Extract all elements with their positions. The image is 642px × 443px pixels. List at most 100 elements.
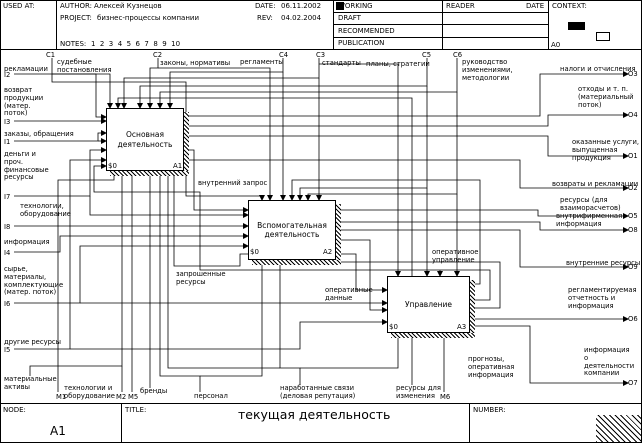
arrow-vnutr-zapros xyxy=(184,149,249,213)
output-code-o4: O4 xyxy=(628,111,638,119)
input-label-tehnologii: технологии, оборудование xyxy=(20,202,71,218)
mechanism-code-m6: M6 xyxy=(440,393,451,401)
activity-box-a1[interactable]: Основная деятельность xyxy=(106,108,184,171)
output-code-o1: O1 xyxy=(628,152,638,160)
input-code-i4: I4 xyxy=(4,249,11,257)
rev-label: REV: xyxy=(257,14,273,22)
arrow-i2-a1 xyxy=(14,73,107,120)
arrow-c5-a2 xyxy=(297,86,428,201)
input-label-vozvrat: возврат продукции (матер. поток) xyxy=(4,86,44,118)
input-label-syrye: сырье, материалы, комплектующие (матер. … xyxy=(4,265,64,297)
status-working: WORKING xyxy=(338,2,373,10)
output-label-vnutr-res: внутренние ресурсы xyxy=(566,259,641,267)
control-code-c5: C5 xyxy=(422,51,432,59)
arrow-c6-a1 xyxy=(157,58,458,109)
date-value: 06.11.2002 xyxy=(281,2,322,10)
arrow-c2-a2 xyxy=(158,67,273,201)
status-publication: PUBLICATION xyxy=(338,39,385,47)
title-label: TITLE: xyxy=(125,406,147,414)
node-value: A1 xyxy=(50,424,66,438)
output-label-uslugi: оказанные услуги, выпущенная продукция xyxy=(572,138,640,162)
mechanism-code-m1: M1 xyxy=(56,393,67,401)
output-code-o3: O3 xyxy=(628,70,638,78)
status-recommended: RECOMMENDED xyxy=(338,27,395,35)
input-code-i7: I7 xyxy=(4,193,11,201)
status-draft: DRAFT xyxy=(338,14,361,22)
footer-col-2 xyxy=(469,403,470,443)
mechanism-label-tehn-oborud: технологии и оборудование xyxy=(64,384,115,400)
activity-a2-num: $0 xyxy=(250,248,259,256)
arrow-o8 xyxy=(336,221,629,233)
arrow-c4-a1 xyxy=(167,58,284,109)
arrow-a2-a3-loop xyxy=(336,261,501,309)
control-code-c2: C2 xyxy=(153,51,163,59)
activity-box-a2[interactable]: Вспомогательная деятельность xyxy=(248,200,336,260)
header-col-4 xyxy=(548,0,549,49)
status-working-marker xyxy=(336,2,344,10)
control-code-c4: C4 xyxy=(279,51,289,59)
arrow-i6-a2 xyxy=(14,243,249,304)
activity-a2-code: A2 xyxy=(323,248,333,256)
control-label-c6: руководство изменениями, методологии xyxy=(462,58,513,82)
arrow-o5 xyxy=(336,209,629,219)
arrow-i7-a2 xyxy=(89,196,249,218)
arrow-o1 xyxy=(184,135,629,159)
arrow-zaproshennye xyxy=(171,170,248,267)
project-label: PROJECT: xyxy=(60,14,92,22)
output-label-nalogi: налоги и отчисления xyxy=(560,65,636,73)
control-code-c1: C1 xyxy=(46,51,56,59)
output-label-reglament: регламентируемая отчетность и информация xyxy=(568,286,637,310)
context-box-empty xyxy=(596,32,610,41)
input-label-reklamacii: рекламации xyxy=(4,65,48,73)
context-node: A0 xyxy=(551,41,561,49)
arrow-label-prognozy: прогнозы, оперативная информация xyxy=(468,355,515,379)
arrow-label-zaproshennye: запрошенные ресурсы xyxy=(176,270,226,286)
arrow-a2-a3 xyxy=(336,239,388,313)
output-code-o7: O7 xyxy=(628,379,638,387)
activity-a3-name: Управление xyxy=(404,299,453,309)
activity-box-a3[interactable]: Управление xyxy=(387,276,470,333)
reader-label: READER xyxy=(446,2,475,10)
arrow-o2 xyxy=(184,159,629,191)
input-label-informaciya: информация xyxy=(4,238,50,246)
context-box-filled xyxy=(568,22,585,30)
notes-value: 1 2 3 4 5 6 7 8 9 10 xyxy=(91,40,181,48)
arrow-narab-a3 xyxy=(300,332,401,369)
activity-a1-code: A1 xyxy=(173,162,183,170)
control-label-c2: законы, нормативы xyxy=(160,59,231,67)
arrow-narab-a1 xyxy=(165,170,280,369)
mechanism-label-brendy: бренды xyxy=(140,387,168,395)
arrow-o4 xyxy=(184,112,629,127)
arrow-i5-a3 xyxy=(70,319,388,350)
arrow-c5-a1 xyxy=(137,58,428,109)
activity-a2-shadow-bottom xyxy=(252,260,341,265)
arrow-a3-a2-control xyxy=(289,179,481,285)
frame-left xyxy=(0,0,1,443)
header-col-2 xyxy=(333,0,334,49)
activity-a3-shadow-right xyxy=(470,280,475,338)
output-code-o8: O8 xyxy=(628,226,638,234)
header-row-2 xyxy=(334,24,548,25)
arrow-a3-oper-a1 xyxy=(115,97,413,276)
arrow-personal-a1 xyxy=(157,170,201,392)
output-code-o9: O9 xyxy=(628,263,638,271)
input-code-i2: I2 xyxy=(4,71,11,79)
mechanism-code-m2: M2 xyxy=(116,393,127,401)
arrow-label-vnutr-zapros: внутренний запрос xyxy=(198,179,268,187)
arrow-narab-a2 xyxy=(277,259,301,385)
footer-col-1 xyxy=(121,403,122,443)
arrow-o3 xyxy=(184,71,629,117)
arrow-c2-a1 xyxy=(147,58,159,109)
arrow-i1-a1 xyxy=(14,130,107,142)
control-code-c3: C3 xyxy=(316,51,326,59)
output-code-o6: O6 xyxy=(628,315,638,323)
arrow-o9 xyxy=(336,229,629,270)
rev-value: 04.02.2004 xyxy=(281,14,322,22)
control-label-c5: планы, стратегии xyxy=(366,60,430,68)
input-label-zakazy: заказы, обращения xyxy=(4,130,74,138)
mechanism-label-resursy-izm: ресурсы для изменения xyxy=(396,384,441,400)
arrow-a2-operativnye xyxy=(336,253,388,293)
input-code-i1: I1 xyxy=(4,138,11,146)
date-label: DATE: xyxy=(255,2,276,10)
